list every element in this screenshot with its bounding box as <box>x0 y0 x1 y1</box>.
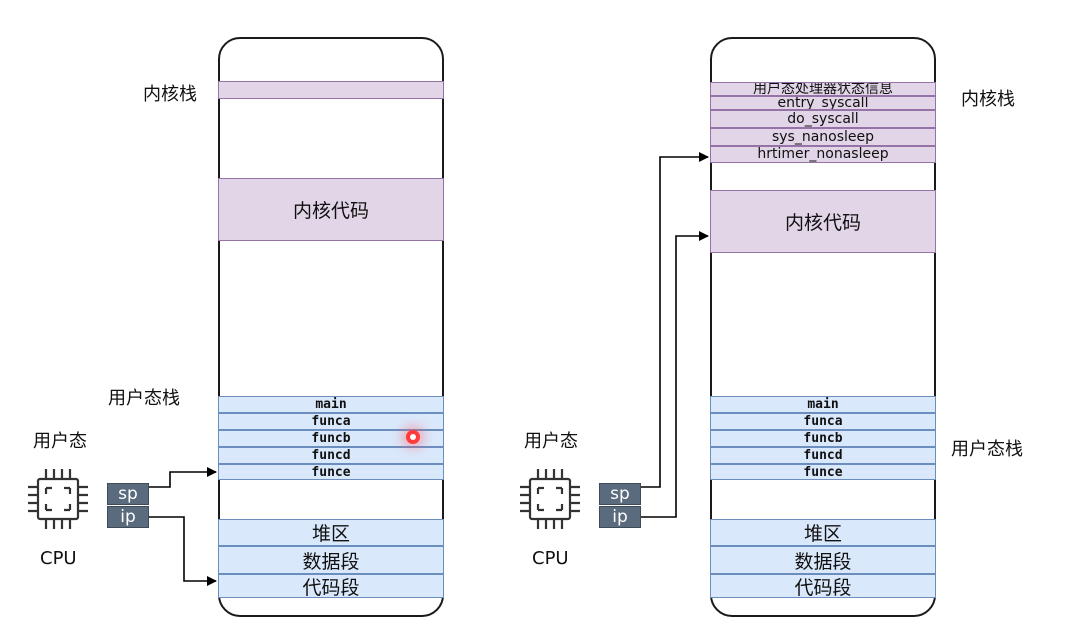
right-kframe-state: 用户态处理器状态信息 <box>710 82 936 96</box>
right-frame-funca: funca <box>710 413 936 430</box>
right-frame-funcd: funcd <box>710 447 936 464</box>
left-user-stack-label: 用户态栈 <box>108 388 180 409</box>
left-cpu-label: CPU <box>40 548 77 569</box>
right-code-segment-band: 代码段 <box>710 574 936 599</box>
left-ip-arrow <box>149 516 217 586</box>
right-sp-register: sp <box>599 483 641 505</box>
left-frame-funce: funce <box>218 464 444 480</box>
left-code-segment-band: 代码段 <box>218 574 444 599</box>
left-mode-label: 用户态 <box>33 431 87 452</box>
right-user-stack-label: 用户态栈 <box>951 439 1023 460</box>
right-heap-band: 堆区 <box>710 519 936 546</box>
left-sp-register: sp <box>107 483 149 505</box>
left-kernel-stack-band <box>218 81 444 99</box>
right-cpu-icon <box>520 469 580 529</box>
right-data-segment-band: 数据段 <box>710 546 936 574</box>
right-kframe-hrtimer: hrtimer_nonasleep <box>710 146 936 163</box>
right-frame-funce: funce <box>710 464 936 480</box>
left-heap-band: 堆区 <box>218 519 444 546</box>
left-data-segment-band: 数据段 <box>218 546 444 574</box>
left-kernel-code-band: 内核代码 <box>218 178 444 241</box>
right-kernel-code-band: 内核代码 <box>710 190 936 253</box>
cursor-marker <box>406 430 420 444</box>
left-frame-funca: funca <box>218 413 444 430</box>
right-kframe-do-syscall: do_syscall <box>710 110 936 128</box>
left-frame-main: main <box>218 396 444 413</box>
right-cpu-label: CPU <box>532 548 569 569</box>
right-frame-funcb: funcb <box>710 430 936 447</box>
right-frame-main: main <box>710 396 936 413</box>
left-frame-funcb: funcb <box>218 430 444 447</box>
left-ip-register: ip <box>107 506 149 528</box>
left-cpu-icon <box>28 469 88 529</box>
right-ip-register: ip <box>599 506 641 528</box>
right-kframe-sys-nanosleep: sys_nanosleep <box>710 128 936 146</box>
right-kernel-stack-label: 内核栈 <box>961 89 1015 110</box>
right-kframe-entry-syscall: entry_syscall <box>710 96 936 110</box>
left-kernel-stack-label: 内核栈 <box>143 84 197 105</box>
left-frame-funcd: funcd <box>218 447 444 464</box>
left-sp-arrow <box>149 467 217 488</box>
right-mode-label: 用户态 <box>524 431 578 452</box>
right-sp-arrow <box>641 152 709 488</box>
right-ip-arrow <box>641 231 709 518</box>
